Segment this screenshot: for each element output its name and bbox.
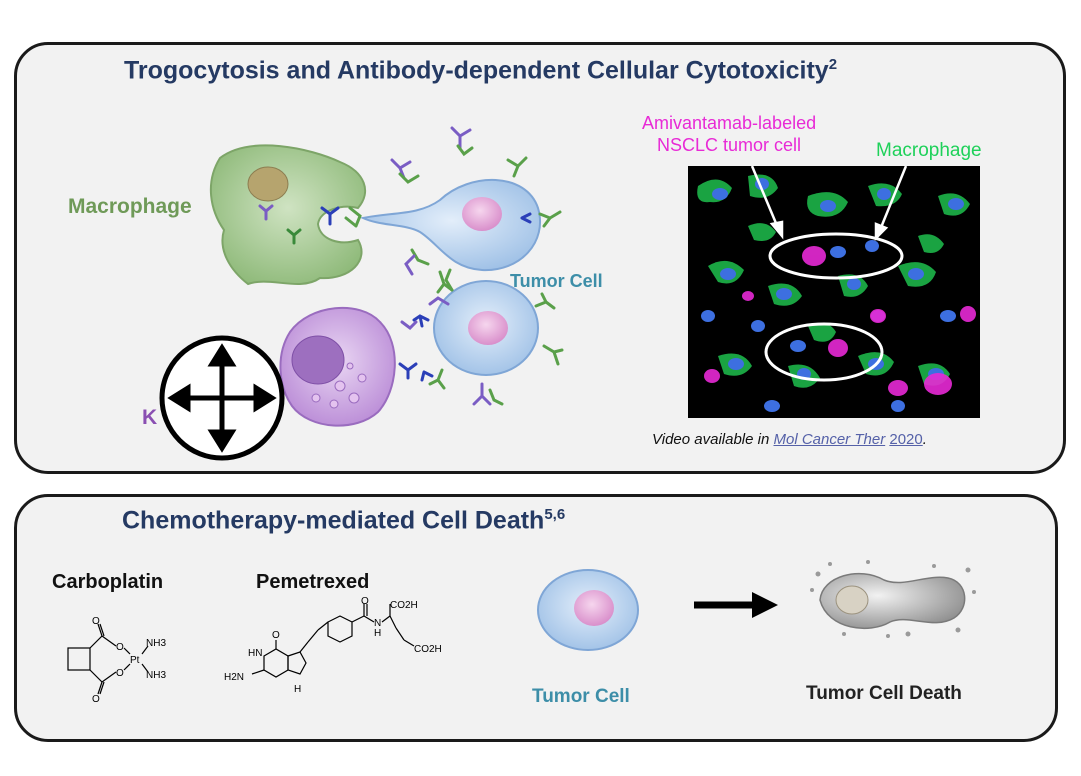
carboplatin-label: Carboplatin	[52, 571, 164, 593]
macrophage-cell	[209, 144, 367, 286]
pemetrexed-structure: O HN H2N H O N H CO2H CO2H	[224, 596, 442, 695]
carboplatin-structure: O O O O Pt NH3 NH3	[67, 616, 166, 702]
tumor-nucleus-lower	[468, 311, 508, 345]
micro-label-tumor: Amivantamab-labeled NSCLC tumor cell	[642, 113, 817, 155]
journal-link[interactable]: Mol Cancer Ther	[773, 431, 886, 448]
macrophage-nucleus	[247, 166, 289, 202]
caption-year: 2020	[889, 431, 923, 448]
svg-text:O: O	[272, 630, 280, 641]
nk-nucleus	[291, 335, 345, 385]
svg-text:NH3: NH3	[146, 638, 166, 649]
pemetrexed-label: Pemetrexed	[256, 571, 370, 593]
nk-granules	[311, 362, 367, 409]
tumor-cell-label-bottom: Tumor Cell	[532, 686, 630, 707]
tumor-cell-label: Tumor Cell	[510, 271, 603, 291]
antibodies	[258, 126, 564, 406]
pointer-arrows	[750, 166, 908, 242]
svg-text:O: O	[116, 642, 124, 653]
tumor-magenta	[704, 246, 976, 396]
adcc-panel-title: Trogocytosis and Antibody-dependent Cell…	[124, 56, 838, 85]
video-caption: Video available in Mol Cancer Ther 2020.	[652, 431, 927, 448]
dying-tumor-cell	[810, 560, 976, 638]
move-arrows-icon[interactable]	[158, 334, 288, 464]
tumor-cell-bottom	[537, 569, 639, 651]
microscopy-image	[688, 166, 980, 418]
nk-label-fragment: K	[142, 406, 158, 429]
svg-text:H2N: H2N	[224, 672, 244, 683]
svg-text:H: H	[374, 628, 381, 639]
svg-text:CO2H: CO2H	[390, 600, 418, 611]
svg-text:O: O	[92, 694, 100, 702]
svg-text:H: H	[294, 684, 301, 695]
chemo-panel-title: Chemotherapy-mediated Cell Death5,6	[122, 506, 566, 535]
svg-text:Pt: Pt	[130, 655, 140, 666]
svg-text:O: O	[361, 596, 369, 607]
svg-text:NH3: NH3	[146, 670, 166, 681]
highlight-ellipses	[764, 232, 904, 382]
tumor-nucleus-upper	[462, 197, 502, 231]
svg-text:CO2H: CO2H	[414, 644, 442, 655]
svg-text:O: O	[92, 616, 100, 627]
tumor-cell-upper	[359, 179, 541, 272]
adcc-illustration	[209, 126, 564, 427]
micro-label-macrophage: Macrophage	[876, 140, 982, 161]
svg-text:N: N	[374, 618, 381, 629]
svg-text:HN: HN	[248, 648, 262, 659]
macrophage-label: Macrophage	[68, 195, 192, 218]
tumor-death-label: Tumor Cell Death	[806, 683, 962, 704]
right-arrow-icon	[694, 592, 778, 618]
svg-text:O: O	[116, 668, 124, 679]
